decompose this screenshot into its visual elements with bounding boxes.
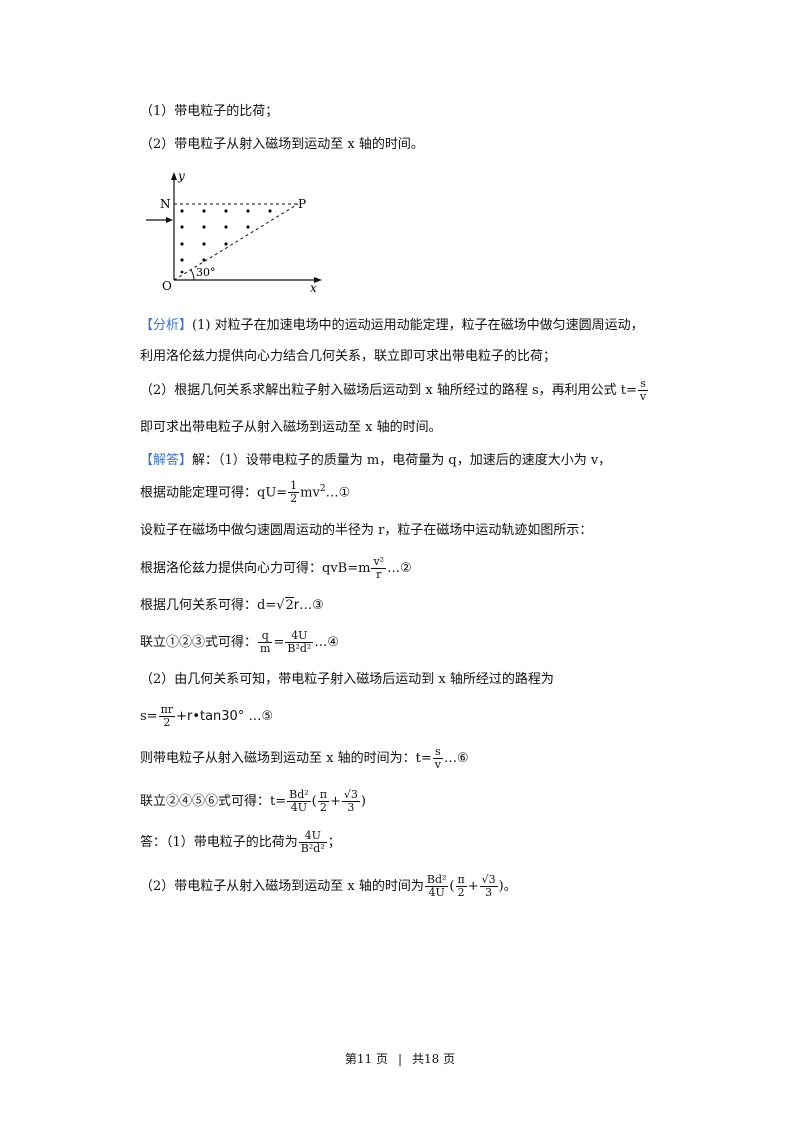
label-angle: 30° [196, 266, 216, 279]
solution-line-1: 【解答】解：（1）设带电粒子的质量为 m，电荷量为 q，加速后的速度大小为 v， [140, 453, 612, 468]
analysis-tag: 【分析】 [140, 318, 193, 333]
analysis-line-2: 利用洛伦兹力提供向心力结合几何关系，联立即可求出带电粒子的比荷； [140, 349, 557, 364]
page-total: 共18 页 [412, 1052, 456, 1066]
analysis-line-3: （2）根据几何关系求解出粒子射入磁场后运动到 x 轴所经过的路程 s，再利用公式… [140, 377, 649, 403]
question-2: （2）带电粒子从射入磁场到运动至 x 轴的时间。 [140, 137, 424, 152]
page-number: 第11 页 [344, 1052, 388, 1066]
page-footer: 第11 页 | 共18 页 [0, 1050, 800, 1067]
solution-line-5: 根据几何关系可得：d=√2r…③ [140, 597, 324, 613]
analysis-line-1: 【分析】(1) 对粒子在加速电场中的运动运用动能定理，粒子在磁场中做匀速圆周运动… [140, 318, 644, 333]
question-1: （1）带电粒子的比荷； [140, 104, 279, 119]
label-y: y [177, 169, 185, 183]
label-p: P [298, 197, 306, 211]
footer-separator: | [397, 1052, 403, 1066]
analysis-line-4: 即可求出带电粒子从射入磁场到运动至 x 轴的时间。 [140, 420, 442, 435]
label-x: x [310, 281, 317, 293]
solution-line-3: 设粒子在磁场中做匀速圆周运动的半径为 r，粒子在磁场中运动轨迹如图所示： [140, 523, 593, 538]
label-n: N [160, 197, 171, 211]
solution-tag: 【解答】 [140, 453, 193, 468]
label-o: O [162, 279, 172, 293]
physics-diagram: y N P O x 30° [146, 169, 322, 293]
solution-line-7: （2）由几何关系可知，带电粒子射入磁场后运动到 x 轴所经过的路程为 [140, 672, 554, 687]
